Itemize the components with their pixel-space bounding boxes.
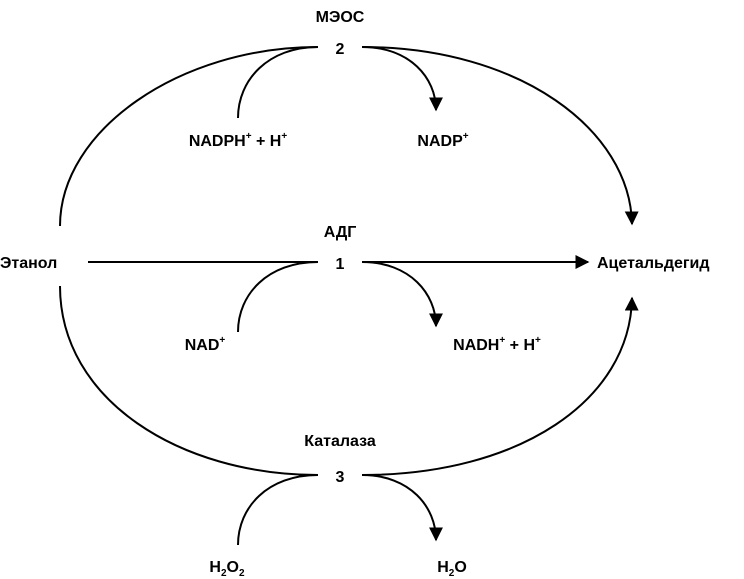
enzyme-adh-label: АДГ bbox=[324, 224, 357, 241]
meos-product-label: NADP+ bbox=[417, 131, 468, 150]
catalase-product-label: H2O bbox=[437, 559, 467, 579]
enzyme-catalase-label: Каталаза bbox=[304, 433, 376, 450]
adh-product-label: NADH+ + H+ bbox=[453, 335, 541, 354]
arc-meos-to-acetaldehyde bbox=[361, 46, 639, 226]
cofactor-out-arc-meos bbox=[361, 46, 443, 112]
arc-ethanol-to-meos bbox=[59, 46, 319, 227]
cofactor-in-arc-catalase bbox=[237, 474, 319, 546]
acetaldehyde-label: Ацетальдегид bbox=[597, 255, 710, 272]
cofactor-in-arc-meos bbox=[237, 46, 319, 119]
enzyme-meos-label: МЭОС bbox=[316, 9, 365, 26]
adh-substrate-label: NAD+ bbox=[185, 335, 226, 354]
ethanol-label: Этанол bbox=[0, 255, 57, 272]
cofactor-out-arc-catalase bbox=[361, 474, 443, 542]
cofactor-in-arc-adh bbox=[237, 261, 319, 333]
catalase-substrate-label: H2O2 bbox=[209, 559, 245, 579]
pathway-number-2: 2 bbox=[336, 41, 345, 58]
meos-substrate-label: NADPH+ + H+ bbox=[189, 131, 288, 150]
arc-ethanol-to-catalase bbox=[59, 285, 319, 476]
pathway-number-1: 1 bbox=[336, 256, 345, 273]
pathway-number-3: 3 bbox=[336, 469, 345, 486]
cofactor-out-arc-adh bbox=[361, 261, 443, 328]
arc-catalase-to-acetaldehyde bbox=[361, 296, 639, 476]
